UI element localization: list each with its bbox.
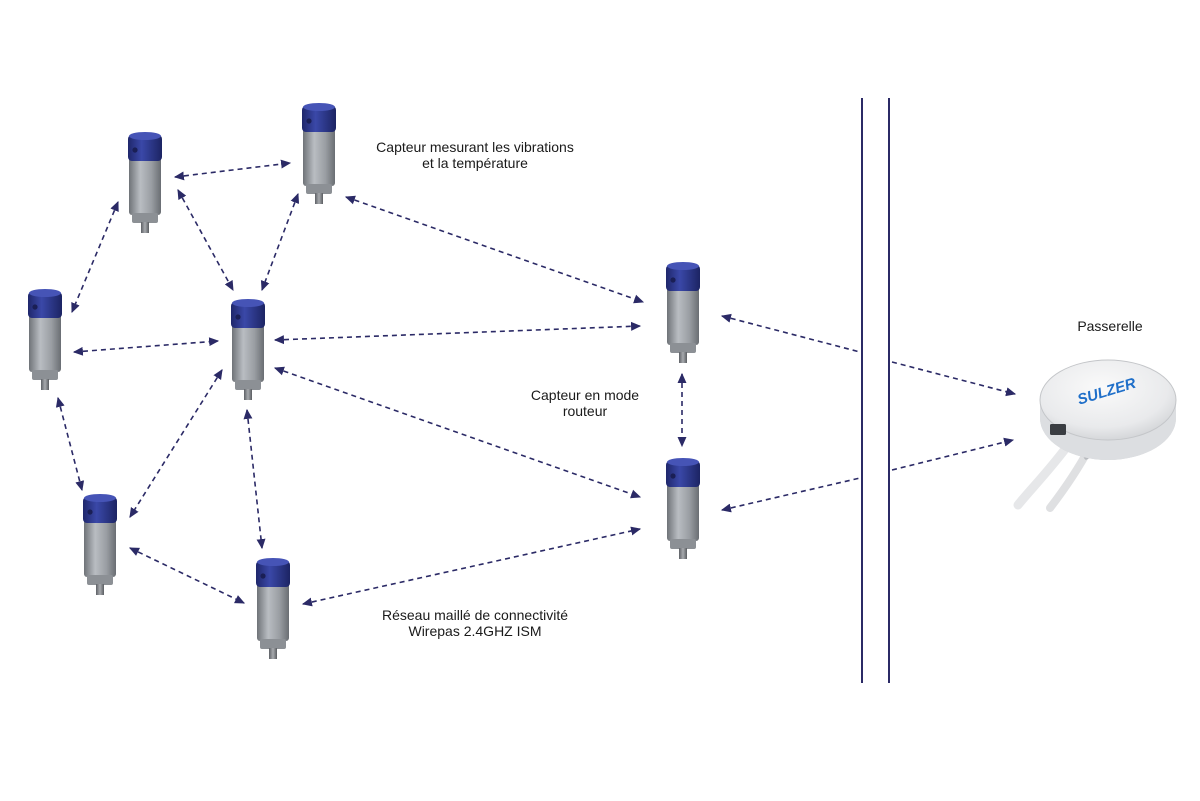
sensor-2-collar	[306, 184, 332, 194]
sensor-5-collar	[87, 575, 113, 585]
sensor-2-led-icon	[306, 118, 312, 124]
label-router-sensor-line1: Capteur en mode	[530, 387, 640, 403]
sensor-5-body	[84, 519, 116, 577]
router-sensor-1-collar	[670, 343, 696, 353]
sensor-3-pin	[244, 389, 252, 400]
link-r2-gateway-a	[720, 477, 861, 513]
sensor-6-cap-top	[257, 558, 289, 566]
router-sensor-2-pin	[679, 548, 687, 559]
sensor-3-body	[232, 324, 264, 382]
label-router-sensor-line2: routeur	[562, 403, 608, 419]
link-s1-s2	[173, 159, 292, 181]
sensor-4-collar	[32, 370, 58, 380]
gateway-top	[1039, 359, 1177, 441]
router-sensor-2-cap	[666, 461, 700, 487]
link-s3-r2	[273, 366, 642, 499]
link-s4-s5	[55, 396, 85, 492]
sensor-5	[83, 494, 117, 595]
sensor-6-led-icon	[260, 573, 266, 579]
sensor-3-collar	[235, 380, 261, 390]
gateway-device: SULZER	[1013, 359, 1177, 512]
sensor-1-cap	[128, 135, 162, 161]
sensor-6	[256, 558, 290, 659]
sensor-1-cap-top	[129, 132, 161, 140]
link-s4-s3	[72, 337, 220, 356]
router-sensor-1-cap	[666, 265, 700, 291]
sensor-2-body	[303, 128, 335, 186]
label-gateway-text: Passerelle	[1077, 318, 1143, 334]
mesh-links	[55, 159, 1017, 607]
label-gateway: Passerelle	[1050, 318, 1170, 334]
router-sensor-2-collar	[670, 539, 696, 549]
label-vibration-sensor-line2: et la température	[422, 155, 528, 171]
label-router-sensor: Capteur en mode routeur	[505, 387, 665, 419]
sensor-1-collar	[132, 213, 158, 223]
label-mesh-network-line2: Wirepas 2.4GHZ ISM	[408, 623, 542, 639]
sensor-6-body	[257, 583, 289, 641]
router-sensor-1-body	[667, 287, 699, 345]
sensor-2-cap	[302, 106, 336, 132]
label-mesh-network: Réseau maillé de connectivité Wirepas 2.…	[355, 607, 595, 639]
sensor-3-led-icon	[235, 314, 241, 320]
sensor-5-cap-top	[84, 494, 116, 502]
link-s3-r1	[273, 321, 642, 345]
router-sensor-2-body	[667, 483, 699, 541]
sensor-1-pin	[141, 222, 149, 233]
sensor-4-cap	[28, 292, 62, 318]
sensor-3-cap-top	[232, 299, 264, 307]
sensor-5-pin	[96, 584, 104, 595]
sensor-2-cap-top	[303, 103, 335, 111]
link-s5-s6	[128, 547, 246, 604]
sensor-5-cap	[83, 497, 117, 523]
sensor-1	[128, 132, 162, 233]
label-vibration-sensor-line1: Capteur mesurant les vibrations	[376, 139, 574, 155]
router-sensor-2	[666, 458, 700, 559]
sensor-1-led-icon	[132, 147, 138, 153]
link-s1-s3	[177, 189, 234, 291]
sensors	[28, 103, 700, 659]
sensor-1-body	[129, 157, 161, 215]
label-vibration-sensor: Capteur mesurant les vibrations et la te…	[355, 139, 595, 171]
sensor-4-pin	[41, 379, 49, 390]
link-s2-r1	[344, 195, 645, 304]
link-r1-gateway-b	[891, 361, 1017, 397]
link-s3-s5	[129, 369, 223, 518]
link-s3-s6	[243, 408, 266, 550]
sensor-3-cap	[231, 302, 265, 328]
sensor-2-pin	[315, 193, 323, 204]
link-s2-s3	[260, 192, 300, 292]
router-sensor-1-led-icon	[670, 277, 676, 283]
sensor-6-pin	[269, 648, 277, 659]
sensor-2	[302, 103, 336, 204]
sensor-6-collar	[260, 639, 286, 649]
link-r2-gateway-b	[891, 437, 1015, 471]
sensor-4-led-icon	[32, 304, 38, 310]
sensor-6-cap	[256, 561, 290, 587]
link-s1-s4	[71, 200, 119, 314]
label-mesh-network-line1: Réseau maillé de connectivité	[382, 607, 568, 623]
sensor-4-cap-top	[29, 289, 61, 297]
sensor-5-led-icon	[87, 509, 93, 515]
sensor-3	[231, 299, 265, 400]
sensor-4-body	[29, 314, 61, 372]
router-sensor-1-cap-top	[667, 262, 699, 270]
router-sensor-2-cap-top	[667, 458, 699, 466]
link-s6-r2	[301, 526, 642, 607]
router-sensor-1-pin	[679, 352, 687, 363]
router-sensor-1	[666, 262, 700, 363]
link-r1-gateway-a	[720, 313, 861, 353]
gateway-port	[1050, 424, 1066, 435]
router-sensor-2-led-icon	[670, 473, 676, 479]
sensor-4	[28, 289, 62, 390]
